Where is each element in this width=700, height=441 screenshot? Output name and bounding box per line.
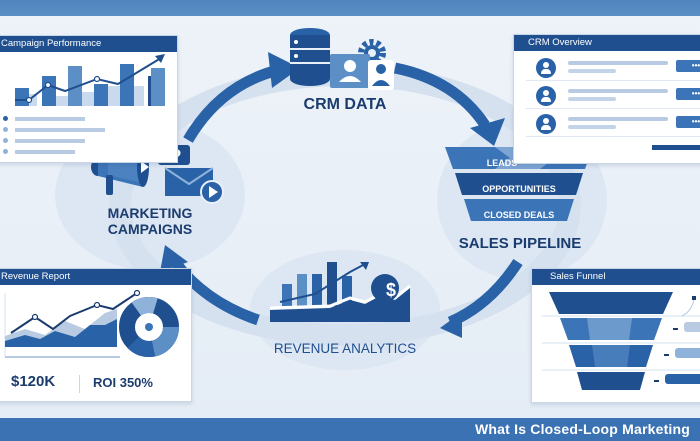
crm-contact-row[interactable]: ••• <box>526 55 700 81</box>
arrow-to-crm-icon <box>268 52 300 88</box>
revenue-analytics-label: REVENUE ANALYTICS <box>273 341 417 356</box>
campaign-bar-chart <box>15 54 165 106</box>
sales-funnel-panel: Sales Funnel <box>531 268 700 403</box>
kpi-divider <box>79 375 80 393</box>
more-options-button[interactable]: ••• <box>676 88 700 100</box>
dollar-coin-icon: $ <box>385 280 396 300</box>
user-avatar-icon <box>536 58 556 78</box>
campaign-panel-title: Campaign Performance <box>0 36 177 52</box>
arrow-to-revenue-icon <box>440 312 462 338</box>
revenue-panel-title: Revenue Report <box>0 269 191 285</box>
crm-contact-row[interactable]: ••• <box>526 111 700 137</box>
sales-pipeline-label: SALES PIPELINE <box>458 235 582 252</box>
revenue-area-chart <box>4 289 141 358</box>
revenue-analytics-icon <box>269 262 411 322</box>
page-title: What Is Closed-Loop Marketing <box>475 421 691 437</box>
top-banner <box>0 0 700 16</box>
crm-footer-bar <box>652 145 700 150</box>
stage-closed-deals: CLOSED DEALS <box>483 210 555 220</box>
stage-opportunities: OPPORTUNITIES <box>482 184 556 194</box>
revenue-kpi: $120K <box>11 373 56 390</box>
database-icon <box>290 28 330 86</box>
marketing-campaigns-label-line1: MARKETING <box>107 205 193 221</box>
revenue-report-panel: Revenue Report $120K ROI 350% <box>0 268 192 402</box>
crm-overview-panel: CRM Overview ••• ••• ••• <box>513 34 700 164</box>
bottom-banner <box>0 418 700 441</box>
user-avatar-icon <box>536 114 556 134</box>
marketing-campaigns-label-line2: CAMPAIGNS <box>107 221 193 237</box>
revenue-donut-chart <box>119 297 179 357</box>
roi-kpi: ROI 350% <box>93 375 153 390</box>
more-options-button[interactable]: ••• <box>676 60 700 72</box>
user-avatar-icon <box>536 86 556 106</box>
sales-funnel-chart <box>542 292 700 390</box>
arrow-to-pipeline-icon <box>470 118 505 146</box>
crm-contact-row[interactable]: ••• <box>526 83 700 109</box>
campaign-performance-panel: Campaign Performance <box>0 35 178 163</box>
funnel-panel-title: Sales Funnel <box>532 269 700 285</box>
more-options-button[interactable]: ••• <box>676 116 700 128</box>
crm-data-label: CRM DATA <box>303 96 387 113</box>
stage-leads: LEADS <box>486 158 518 168</box>
arrow-to-marketing-icon <box>160 245 188 272</box>
users-icon <box>330 54 394 90</box>
email-icon <box>164 167 224 204</box>
crm-panel-title: CRM Overview <box>514 35 700 51</box>
